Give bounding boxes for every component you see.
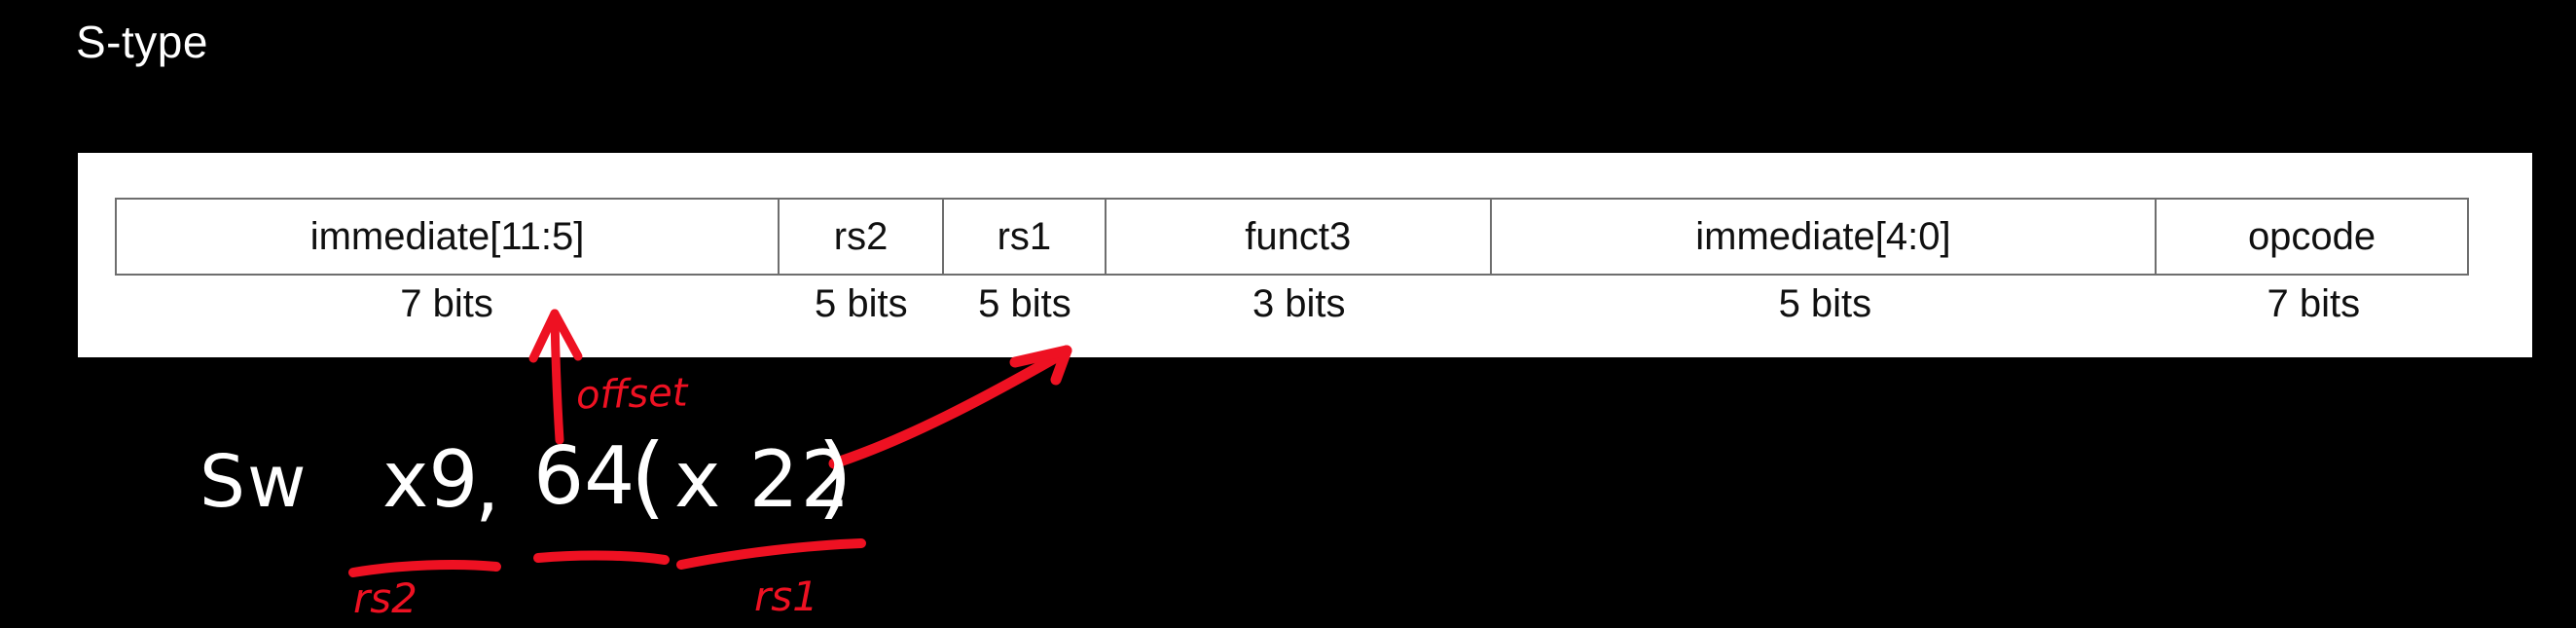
bit-width-opcode: 7 bits <box>2159 282 2469 333</box>
field-cell-opcode: opcode <box>2157 200 2467 274</box>
field-label: opcode <box>2247 214 2376 258</box>
bit-width-rs2: 5 bits <box>779 282 943 333</box>
annotation-rs2-label: rs2 <box>353 574 417 622</box>
field-label: rs2 <box>833 214 889 258</box>
field-cell-rs1: rs1 <box>944 200 1107 274</box>
bit-width-immediate-4-0: 5 bits <box>1492 282 2159 333</box>
field-cell-immediate-11-5: immediate[11:5] <box>117 200 780 274</box>
field-label: immediate[4:0] <box>1695 214 1951 258</box>
rs2-underline <box>348 560 501 577</box>
field-label: rs1 <box>997 214 1052 258</box>
bit-width-label: 3 bits <box>1252 282 1346 325</box>
rs1-arrow-icon <box>828 345 1072 469</box>
offset-underline <box>533 550 670 565</box>
field-label: immediate[11:5] <box>309 214 585 258</box>
handwritten-close-paren: ) <box>817 425 853 529</box>
field-cell-immediate-4-0: immediate[4:0] <box>1492 200 2158 274</box>
bit-width-label: 5 bits <box>978 282 1071 325</box>
rs1-underline <box>676 538 866 570</box>
bit-width-rs1: 5 bits <box>943 282 1106 333</box>
bit-width-row: 7 bits 5 bits 5 bits 3 bits 5 bits 7 bit… <box>115 282 2469 333</box>
annotation-offset-label: offset <box>575 370 689 419</box>
bit-width-label: 7 bits <box>2267 282 2361 325</box>
field-label: funct3 <box>1245 214 1352 258</box>
page-title: S-type <box>76 17 208 67</box>
handwritten-operand-rs1: x 22 <box>674 434 853 525</box>
bit-width-label: 5 bits <box>1778 282 1872 325</box>
handwritten-operand-rs2: x9 <box>382 434 479 525</box>
handwritten-operand-offset: 64 <box>533 430 635 523</box>
field-cell-rs2: rs2 <box>780 200 945 274</box>
field-cell-funct3: funct3 <box>1107 200 1492 274</box>
bit-width-funct3: 3 bits <box>1106 282 1492 333</box>
handwritten-open-paren: ( <box>631 425 666 529</box>
handwritten-mnemonic: Sw <box>200 440 308 524</box>
instruction-format-figure: immediate[11:5] rs2 rs1 funct3 immediate… <box>78 153 2532 357</box>
instruction-format-table: immediate[11:5] rs2 rs1 funct3 immediate… <box>115 198 2469 276</box>
bit-width-label: 7 bits <box>400 282 493 325</box>
bit-width-label: 5 bits <box>815 282 908 325</box>
handwritten-comma: , <box>475 440 500 531</box>
bit-width-immediate-11-5: 7 bits <box>115 282 779 333</box>
annotation-rs1-label: rs1 <box>754 573 818 620</box>
